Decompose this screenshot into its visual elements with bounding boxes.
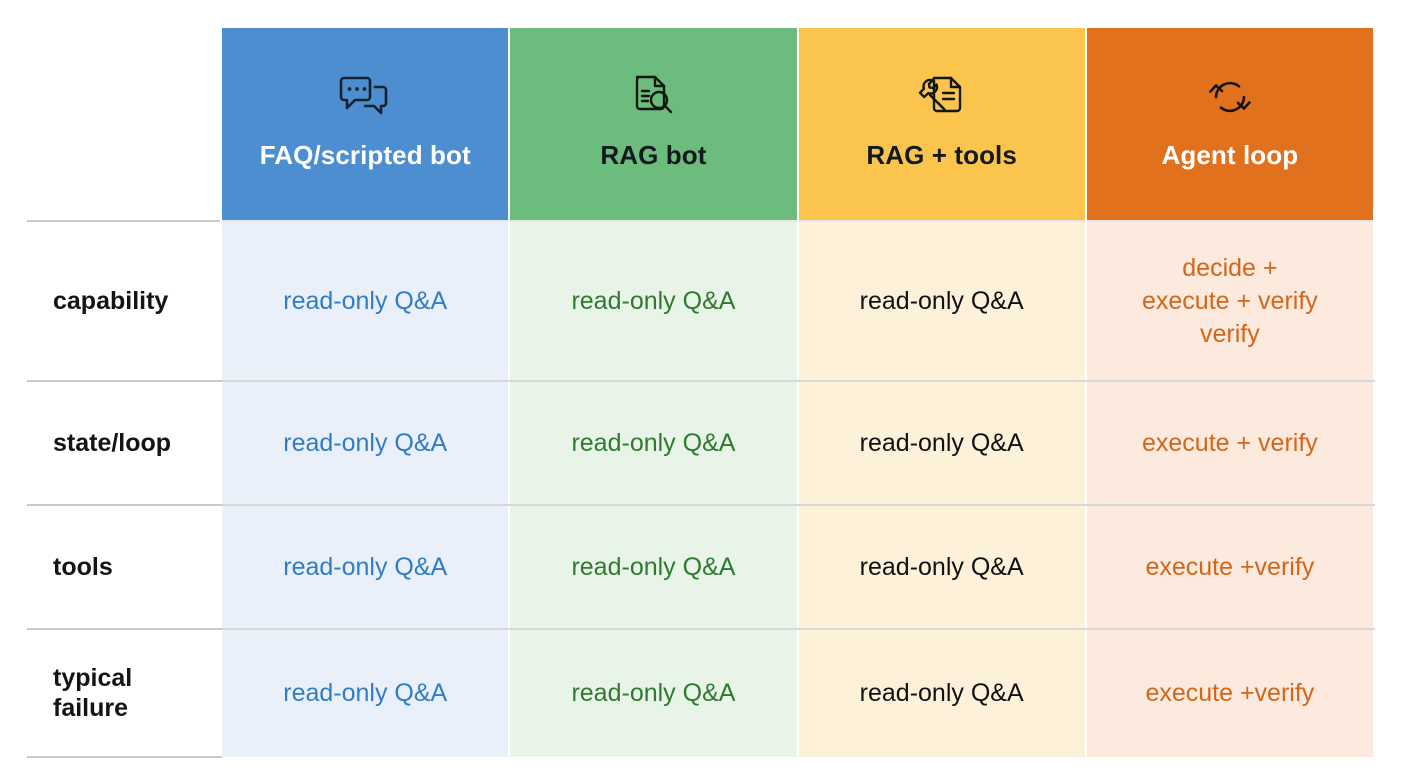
cell-capability-faq: read-only Q&A — [220, 220, 511, 382]
cell-typical-failure-rag: read-only Q&A — [508, 629, 799, 757]
capability-comparison-table: FAQ/scripted bot RAG bot — [27, 28, 1376, 758]
cell-typical-failure-faq: read-only Q&A — [220, 629, 511, 757]
cell-tools-rag: read-only Q&A — [508, 505, 799, 630]
header-row: FAQ/scripted bot RAG bot — [27, 28, 1376, 221]
column-header-label: RAG + tools — [866, 139, 1017, 170]
cell-typical-failure-agent-loop: execute +verify — [1084, 629, 1376, 757]
cell-state-loop-faq: read-only Q&A — [220, 381, 511, 506]
row-label-tools: tools — [27, 505, 222, 630]
document-wrench-icon — [807, 73, 1077, 131]
cell-state-loop-rag: read-only Q&A — [508, 381, 799, 506]
chat-bubbles-icon — [230, 73, 500, 131]
cell-tools-faq: read-only Q&A — [220, 505, 511, 630]
document-search-icon — [518, 73, 788, 131]
corner-cell — [27, 28, 222, 221]
cell-typical-failure-rag-tools: read-only Q&A — [796, 629, 1087, 757]
column-header-rag[interactable]: RAG bot — [508, 28, 799, 221]
column-header-label: Agent loop — [1161, 139, 1299, 170]
row-label-state-loop: state/loop — [27, 381, 222, 506]
column-header-label: FAQ/scripted bot — [259, 139, 471, 170]
table-body: capability read-only Q&A read-only Q&A r… — [27, 220, 1376, 758]
cell-state-loop-agent-loop: execute + verify — [1084, 381, 1376, 506]
column-header-agent-loop[interactable]: Agent loop — [1084, 28, 1376, 221]
column-header-rag-tools[interactable]: RAG + tools — [796, 28, 1087, 221]
table-row: tools read-only Q&A read-only Q&A read-o… — [27, 505, 1376, 630]
cell-capability-rag-tools: read-only Q&A — [796, 220, 1087, 382]
table-row: state/loop read-only Q&A read-only Q&A r… — [27, 381, 1376, 506]
cell-tools-rag-tools: read-only Q&A — [796, 505, 1087, 630]
cell-tools-agent-loop: execute +verify — [1084, 505, 1376, 630]
cell-state-loop-rag-tools: read-only Q&A — [796, 381, 1087, 506]
column-header-faq[interactable]: FAQ/scripted bot — [220, 28, 511, 221]
table-header: FAQ/scripted bot RAG bot — [27, 28, 1376, 221]
column-header-label: RAG bot — [600, 139, 707, 170]
row-label-capability: capability — [27, 220, 222, 382]
refresh-loop-icon — [1095, 73, 1365, 131]
table-row: capability read-only Q&A read-only Q&A r… — [27, 220, 1376, 382]
cell-capability-rag: read-only Q&A — [508, 220, 799, 382]
